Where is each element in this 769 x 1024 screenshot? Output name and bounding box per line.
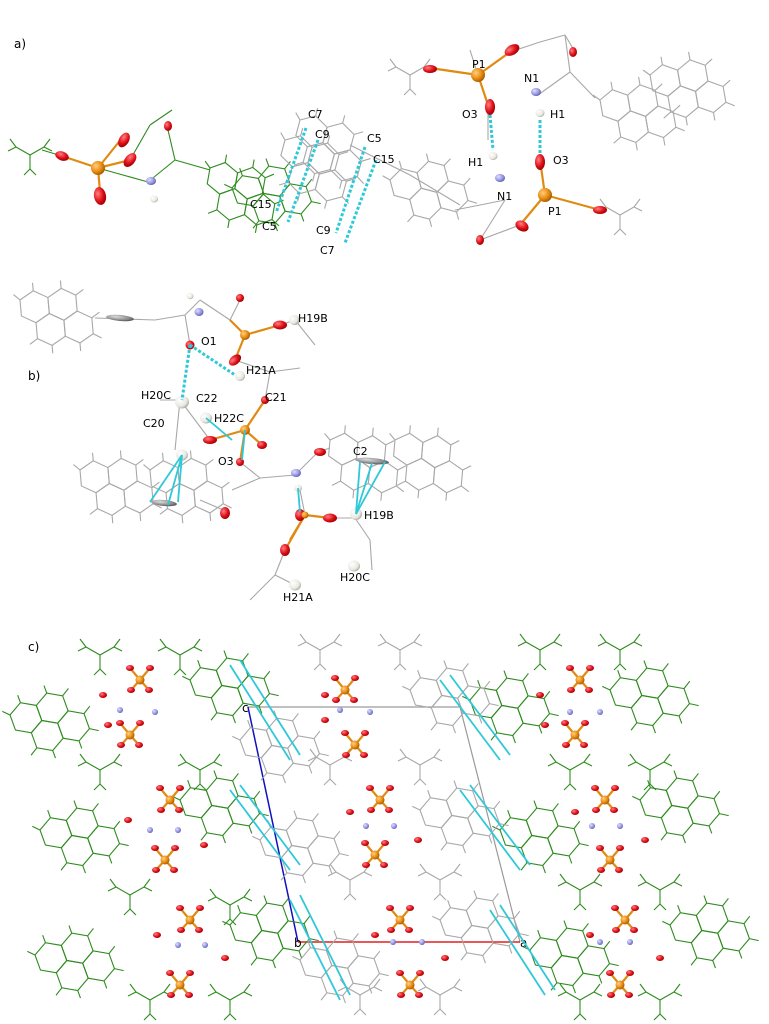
label-C7-bottom: C7 bbox=[320, 244, 335, 257]
nh-atoms-c bbox=[99, 692, 664, 961]
label-C9-bottom: C9 bbox=[316, 224, 331, 237]
left-molecule-a bbox=[7, 109, 325, 244]
axis-label-b: b bbox=[294, 936, 302, 950]
green-column-right bbox=[458, 633, 763, 1021]
label-O3: O3 bbox=[218, 455, 234, 468]
label-O3-right: O3 bbox=[553, 154, 569, 167]
label-H19B-top: H19B bbox=[298, 312, 328, 325]
label-H20C-bottom: H20C bbox=[340, 571, 370, 584]
label-C2: C2 bbox=[353, 445, 368, 458]
label-H21A-top: H21A bbox=[246, 364, 276, 377]
pi-stack-lines-a bbox=[274, 127, 378, 244]
panel-a: a) bbox=[7, 34, 738, 257]
phosphate-chains-c bbox=[114, 663, 641, 1000]
interaction-lines-b bbox=[149, 343, 386, 515]
panel-b-label: b) bbox=[28, 369, 40, 383]
panel-c: c) c b a bbox=[0, 633, 763, 1021]
label-N1-top: N1 bbox=[524, 72, 539, 85]
label-C5-bottom: C5 bbox=[262, 220, 277, 233]
label-O1: O1 bbox=[201, 335, 217, 348]
label-N1-bottom: N1 bbox=[497, 190, 512, 203]
label-C22: C22 bbox=[196, 392, 218, 405]
c-axis bbox=[247, 706, 299, 943]
label-H22C: H22C bbox=[214, 412, 244, 425]
label-H20C-left: H20C bbox=[141, 389, 171, 402]
panel-a-label: a) bbox=[14, 37, 26, 51]
axis-label-c: c bbox=[242, 701, 249, 715]
label-H1-right: H1 bbox=[550, 108, 565, 121]
label-H21A-bottom: H21A bbox=[283, 591, 313, 604]
label-C15-top: C15 bbox=[373, 153, 395, 166]
label-H19B-bottom: H19B bbox=[364, 509, 394, 522]
label-P1-bottom: P1 bbox=[548, 205, 562, 218]
label-C21: C21 bbox=[265, 391, 287, 404]
atom-labels-a: C7 C9 C5 C15 C15 C5 C9 C7 P1 N1 O3 H1 H1… bbox=[250, 58, 569, 257]
label-C5-top: C5 bbox=[367, 132, 382, 145]
label-O3-left: O3 bbox=[462, 108, 478, 121]
label-P1-top: P1 bbox=[472, 58, 486, 71]
panel-c-label: c) bbox=[28, 640, 39, 654]
atom-labels-b: H19B O1 H21A H20C C22 C21 H22C C20 O3 C2… bbox=[141, 312, 394, 604]
pi-stack-lines-c bbox=[229, 659, 556, 1001]
label-C7-top: C7 bbox=[308, 108, 323, 121]
label-C9-top: C9 bbox=[315, 128, 330, 141]
panel-b: b) bbox=[12, 276, 475, 604]
label-C15-bottom: C15 bbox=[250, 198, 272, 211]
label-C20: C20 bbox=[143, 417, 165, 430]
label-H1-left: H1 bbox=[468, 156, 483, 169]
right-dimer-a bbox=[379, 34, 738, 245]
